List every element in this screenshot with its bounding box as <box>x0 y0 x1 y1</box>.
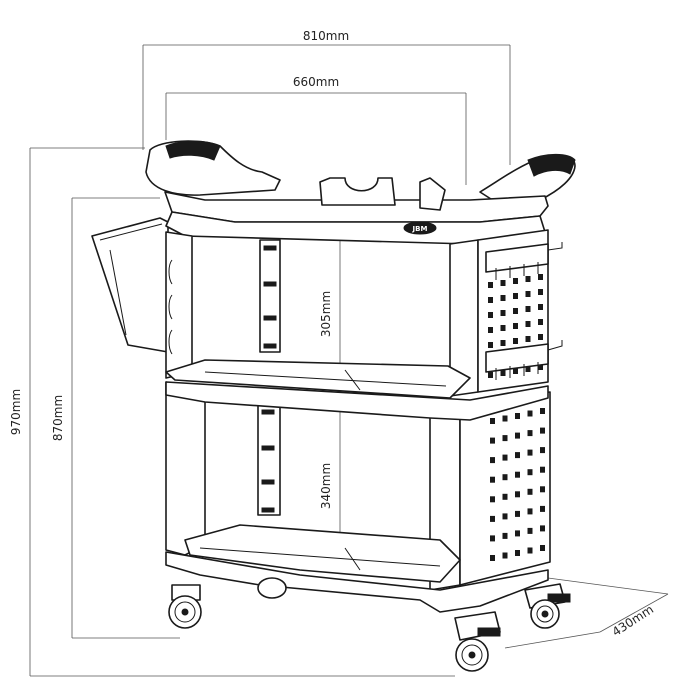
inner-width-label: 660mm <box>293 75 339 89</box>
peg-hole <box>540 486 545 493</box>
peg-hole <box>527 449 533 456</box>
tool-hooks <box>485 242 563 380</box>
peg-hole <box>490 496 495 503</box>
pegboard-lower <box>490 408 545 561</box>
peg-hole <box>500 325 506 331</box>
peg-hole <box>515 413 520 419</box>
pegboard-upper <box>488 274 543 378</box>
dimension-overall-height: 970mm <box>9 147 455 677</box>
peg-hole <box>490 457 495 464</box>
peg-hole <box>502 435 508 442</box>
peg-hole <box>488 372 493 378</box>
wheel-back-left <box>257 577 287 599</box>
peg-hole <box>540 427 545 434</box>
peg-hole <box>515 491 520 498</box>
peg-hole <box>525 276 531 282</box>
peg-hole <box>527 410 533 417</box>
peg-hole <box>502 454 508 461</box>
peg-hole <box>490 476 495 483</box>
peg-hole <box>488 297 493 303</box>
dimension-shelf-height: 870mm <box>51 197 180 639</box>
wheel-front-left <box>168 584 202 629</box>
depth-label: 430mm <box>610 602 656 639</box>
peg-hole <box>490 555 495 561</box>
top-tray: JBM <box>145 140 576 245</box>
peg-hole <box>490 515 495 522</box>
peg-hole <box>525 366 531 372</box>
peg-hole <box>538 319 543 325</box>
lower-frame <box>165 381 551 613</box>
peg-hole <box>527 547 533 554</box>
brand-logo-badge <box>403 221 437 235</box>
lower-gap-label: 340mm <box>319 463 333 509</box>
peg-hole <box>515 432 520 439</box>
peg-hole <box>513 323 518 329</box>
upper-gap-label: 305mm <box>319 291 333 337</box>
peg-hole <box>500 280 506 286</box>
peg-hole <box>540 525 545 532</box>
peg-hole <box>502 415 508 422</box>
side-bin <box>91 217 169 353</box>
peg-hole <box>540 545 545 551</box>
peg-hole <box>538 274 543 280</box>
peg-hole <box>490 535 495 542</box>
peg-hole <box>527 527 533 534</box>
peg-hole <box>502 474 508 481</box>
peg-hole <box>513 293 518 299</box>
dimension-upper-gap: 305mm <box>319 232 341 376</box>
peg-hole <box>513 308 518 314</box>
peg-hole <box>525 321 531 327</box>
peg-hole <box>527 488 533 495</box>
peg-hole <box>515 550 520 556</box>
peg-hole <box>513 368 518 374</box>
wheel-back-right <box>524 583 571 629</box>
peg-hole <box>540 447 545 454</box>
peg-hole <box>500 370 506 376</box>
brand-logo: JBM <box>412 225 428 233</box>
peg-hole <box>525 291 531 297</box>
peg-hole <box>515 510 520 517</box>
peg-hole <box>527 508 533 515</box>
peg-hole <box>515 530 520 537</box>
peg-hole <box>488 327 493 333</box>
peg-hole <box>513 278 518 284</box>
shelf-height-label: 870mm <box>51 395 65 441</box>
peg-hole <box>527 430 533 437</box>
peg-hole <box>502 513 508 520</box>
peg-hole <box>490 437 495 444</box>
wheel-front-right <box>454 611 501 672</box>
peg-hole <box>502 532 508 539</box>
dimension-overall-width: 810mm <box>142 29 511 165</box>
peg-hole <box>540 408 545 414</box>
peg-hole <box>490 418 495 424</box>
peg-hole <box>538 334 543 340</box>
peg-hole <box>488 282 493 288</box>
peg-hole <box>540 505 545 512</box>
peg-hole <box>500 340 506 346</box>
peg-hole <box>515 452 520 459</box>
peg-hole <box>538 289 543 295</box>
peg-hole <box>525 336 531 342</box>
peg-hole <box>538 364 543 370</box>
peg-hole <box>488 342 493 348</box>
peg-hole <box>500 310 506 316</box>
peg-hole <box>525 306 531 312</box>
peg-hole <box>488 312 493 318</box>
peg-hole <box>513 338 518 344</box>
overall-height-label: 970mm <box>9 389 23 435</box>
peg-hole <box>538 304 543 310</box>
peg-hole <box>515 471 520 478</box>
overall-width-label: 810mm <box>303 29 349 43</box>
peg-hole <box>502 552 508 559</box>
peg-hole <box>500 295 506 301</box>
dimension-inner-width: 660mm <box>165 75 467 185</box>
peg-hole <box>527 469 533 476</box>
peg-hole <box>502 493 508 500</box>
peg-hole <box>540 466 545 473</box>
